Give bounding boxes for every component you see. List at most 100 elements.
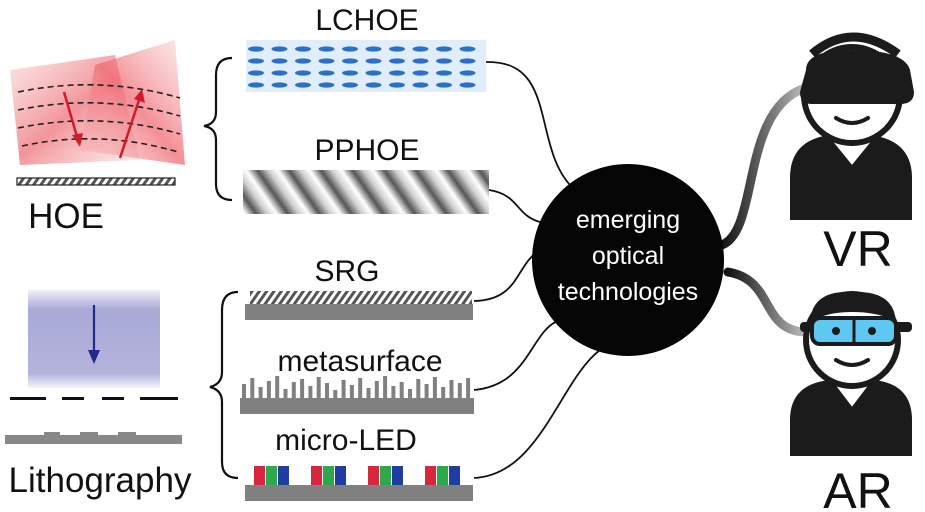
- hoe-label: HOE: [28, 197, 104, 236]
- microled-pixel: [368, 466, 379, 485]
- metasurface-pillar: [325, 383, 329, 398]
- connector-lines: [473, 61, 601, 479]
- lc-molecule: [295, 82, 311, 88]
- ar-eye-left: [832, 327, 840, 335]
- metasurface-pillar: [441, 387, 446, 398]
- lc-molecule: [248, 58, 264, 64]
- lc-molecule: [271, 82, 288, 88]
- hoe-fringe-line: [17, 102, 181, 117]
- lc-molecule: [295, 46, 311, 52]
- hoe-red-arrow-down: [62, 91, 83, 147]
- lc-molecule: [318, 46, 335, 52]
- metasurface-label: metasurface: [277, 345, 442, 378]
- lc-molecule: [271, 70, 288, 76]
- litho-patterned-substrate: [5, 432, 182, 444]
- connector-lchoe: [485, 61, 576, 191]
- lc-molecule: [318, 58, 335, 64]
- connector-microled: [473, 349, 601, 479]
- metasurface-pillar: [424, 384, 429, 398]
- vr-user-icon: VR: [790, 32, 914, 277]
- brace-bottom: [209, 290, 239, 480]
- lc-molecule: [412, 70, 429, 76]
- metasurface-pillar: [333, 390, 338, 398]
- litho-mask: [10, 397, 178, 400]
- lc-molecule: [459, 70, 476, 76]
- metasurface-pillar: [349, 385, 354, 398]
- cable-to-vr: [717, 83, 810, 250]
- center-line-2: optical: [592, 242, 664, 270]
- lc-molecule: [389, 70, 405, 76]
- lc-molecule: [459, 46, 476, 52]
- lc-molecule: [342, 46, 358, 52]
- lc-molecule: [436, 82, 452, 88]
- lc-molecule: [389, 82, 405, 88]
- microled-pixel: [266, 466, 277, 485]
- lc-molecule: [342, 70, 358, 76]
- microled-pixel: [323, 466, 334, 485]
- ar-user-collar: [828, 379, 876, 414]
- lc-molecule: [271, 46, 288, 52]
- lc-molecule: [365, 58, 382, 64]
- microled-pixel: [254, 466, 265, 485]
- metasurface-pillar: [399, 382, 404, 398]
- metasurface-pillar: [358, 378, 363, 398]
- metasurface-pillar: [250, 378, 255, 398]
- metasurface-pillar: [308, 386, 313, 398]
- metasurface-pillar: [449, 380, 454, 398]
- center-line-3: technologies: [558, 278, 698, 306]
- metasurface-pillar: [383, 376, 388, 398]
- hoe-fringe-line: [17, 120, 181, 135]
- lchoe-label: LCHOE: [315, 4, 418, 37]
- metasurface-pillar: [316, 377, 321, 398]
- connector-metasurface: [473, 319, 561, 391]
- hoe-recording-beam-b: [80, 40, 185, 165]
- lc-molecule: [365, 70, 382, 76]
- lc-molecule: [389, 58, 405, 64]
- metasurface-pillar: [416, 379, 421, 398]
- metasurface-pillar: [466, 378, 471, 398]
- metasurface-pillar: [242, 384, 246, 398]
- connector-srg: [473, 249, 541, 302]
- metasurface-pillar: [275, 376, 280, 398]
- microled-pixel: [278, 466, 289, 485]
- connector-pphoe: [488, 189, 541, 223]
- ar-label: AR: [823, 463, 892, 512]
- microled-pixel: [380, 466, 391, 485]
- lc-molecule: [412, 46, 429, 52]
- lc-molecule: [342, 82, 358, 88]
- vr-headset-icon: [800, 50, 914, 104]
- metasurface-pillar: [283, 389, 288, 398]
- lc-molecule: [459, 82, 476, 88]
- lc-molecule: [295, 70, 311, 76]
- lc-molecule: [318, 70, 335, 76]
- hoe-illustration: HOE: [10, 40, 185, 236]
- microled-pixel: [311, 466, 322, 485]
- lc-molecule: [271, 58, 288, 64]
- hoe-red-arrow-up: [118, 89, 145, 159]
- metasurface-pillar: [258, 387, 263, 398]
- lc-molecule: [248, 82, 264, 88]
- metasurface-pillar: [408, 389, 412, 398]
- lithography-illustration: Lithography: [5, 290, 192, 500]
- lc-molecule: [436, 58, 452, 64]
- ar-user-body: [790, 380, 912, 456]
- lc-molecule: [342, 58, 358, 64]
- microled-pixel: [425, 466, 436, 485]
- hoe-substrate: [16, 177, 176, 186]
- metasurface-pillar: [366, 388, 371, 398]
- pphoe-label: PPHOE: [314, 134, 419, 167]
- metasurface-pillar: [291, 382, 296, 398]
- lc-molecule: [365, 82, 382, 88]
- metasurface-pillar: [300, 379, 305, 398]
- metasurface-pillar: [374, 381, 379, 398]
- lc-molecule: [248, 70, 264, 76]
- lc-molecule: [459, 58, 476, 64]
- microled-pixel: [392, 466, 403, 485]
- metasurface-pillar: [341, 380, 346, 398]
- lc-molecule: [412, 58, 429, 64]
- ar-user-icon: AR: [790, 291, 912, 512]
- litho-arrow-head: [88, 350, 100, 364]
- microled-label: micro-LED: [275, 424, 417, 457]
- center-line-1: emerging: [576, 206, 680, 234]
